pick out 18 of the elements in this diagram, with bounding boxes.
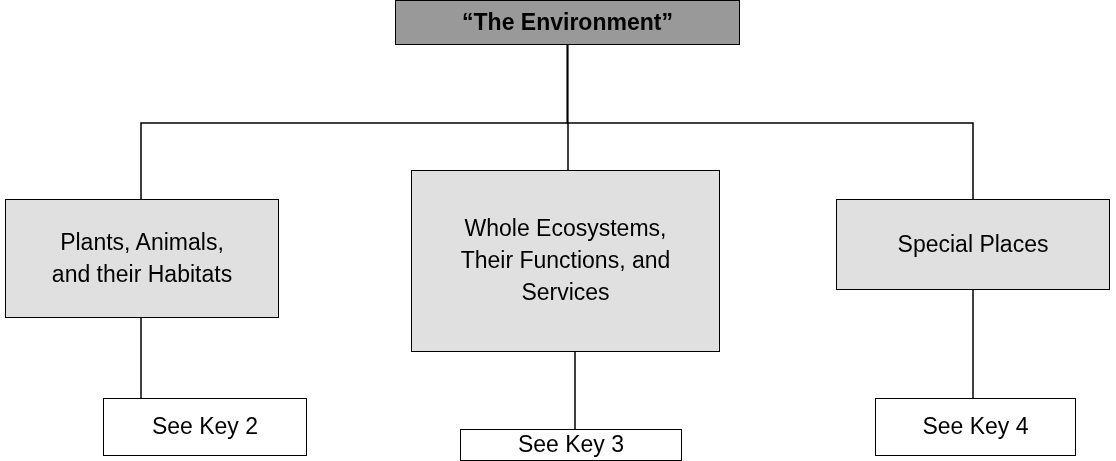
connector-line <box>574 351 576 430</box>
reference-box <box>460 429 682 461</box>
box-label: See Key 4 <box>922 412 1029 442</box>
connector-line <box>566 44 974 200</box>
box-label: Plants, Animals, and their Habitats <box>50 227 234 289</box>
topic-box <box>395 0 740 45</box>
topic-box <box>836 199 1110 290</box>
reference-box <box>875 398 1076 456</box>
box-label: Whole Ecosystems, Their Functions, and Services <box>460 214 671 307</box>
box-label: See Key 3 <box>517 430 625 460</box>
topic-box <box>5 199 279 318</box>
box-label: See Key 2 <box>151 412 259 442</box>
box-label: Special Places <box>897 229 1049 259</box>
connector-line <box>972 289 974 399</box>
topic-box <box>411 170 720 352</box>
connector-line <box>140 317 142 399</box>
box-label: “The Environment” <box>462 7 673 37</box>
reference-box <box>103 398 307 456</box>
